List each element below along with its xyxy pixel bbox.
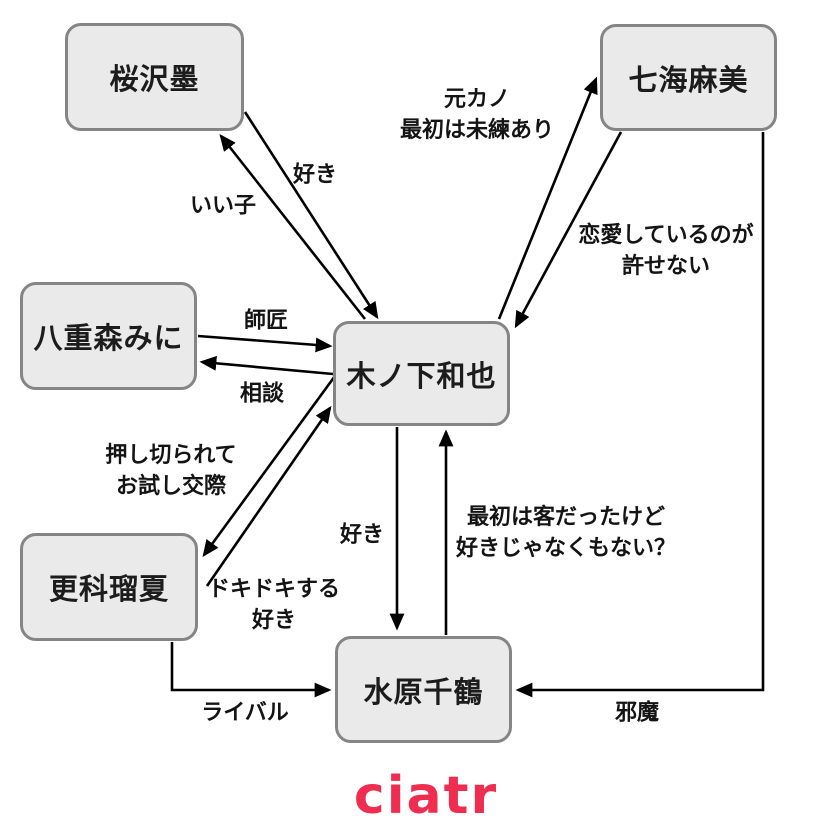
node-mizuhara-chizuru: 水原千鶴 — [335, 636, 512, 743]
node-label-sakurasawa-sumi: 桜沢墨 — [109, 64, 200, 96]
label-renai: 恋愛しているのが許せない — [578, 221, 754, 278]
edge-ruka-to-chizuru — [170, 642, 332, 698]
label-oshikirarete: 押し切られてお試し交際 — [105, 441, 237, 498]
label-suki-chizuru: 好き — [339, 521, 385, 547]
node-label-kinoshita-kazuya: 木ノ下和也 — [346, 360, 497, 393]
node-sakurasawa-sumi: 桜沢墨 — [65, 23, 244, 131]
edge-mami-to-chizuru — [515, 132, 765, 698]
label-shisho: 師匠 — [243, 307, 289, 333]
edge-sumi-to-kazuya — [243, 111, 379, 320]
ciatr-logo: ciatr — [353, 766, 499, 826]
label-saisho-kyaku: 最初は客だったけど好きじゃなくもない？ — [455, 503, 677, 560]
edge-mini-to-kazuya — [197, 334, 333, 353]
node-sarashina-ruka: 更科瑠夏 — [20, 533, 198, 641]
node-yaemori-mini: 八重森みに — [20, 282, 197, 390]
node-label-sarashina-ruka: 更科瑠夏 — [48, 574, 169, 606]
node-nanami-mami: 七海麻美 — [600, 24, 777, 131]
node-label-nanami-mami: 七海麻美 — [628, 64, 749, 97]
node-label-mizuhara-chizuru: 水原千鶴 — [363, 676, 484, 709]
node-label-yaemori-mini: 八重森みに — [33, 323, 184, 355]
edge-kazuya-to-mini — [199, 355, 334, 376]
label-suki-sumi: 好き — [292, 161, 338, 187]
label-jama: 邪魔 — [614, 699, 660, 725]
label-dokidoki: ドキドキする好き — [207, 575, 341, 632]
label-iiko: いい子 — [189, 192, 257, 218]
label-rival: ライバル — [201, 699, 289, 725]
label-sodan: 相談 — [239, 380, 285, 406]
node-kinoshita-kazuya: 木ノ下和也 — [333, 321, 510, 426]
label-motokano: 元カノ最初は未練あり — [399, 85, 555, 142]
